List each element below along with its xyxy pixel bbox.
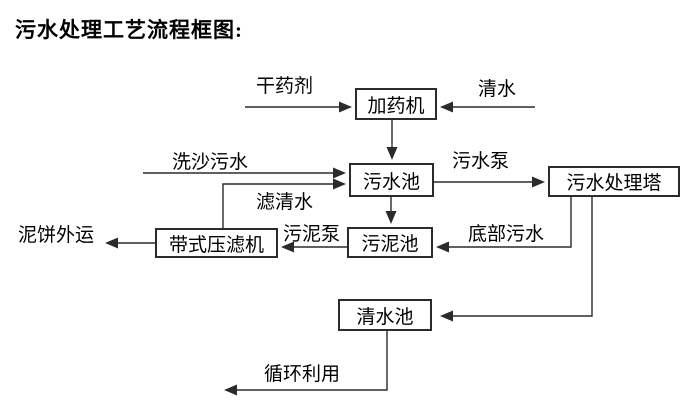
flow-label-dry-agent: 干药剂 [256,76,314,97]
flow-node-clear-water-pool: 清水池 [338,299,432,331]
flow-node-belt-filter-press: 带式压滤机 [155,228,278,258]
flow-label-sludge-pump: 污泥泵 [283,224,341,245]
flow-label-clear-water-in: 清水 [478,79,517,100]
flow-arrow-tower-to-sludge-pool [436,197,572,253]
page-title: 污水处理工艺流程框图: [15,18,243,42]
flow-node-dosing-machine: 加药机 [355,88,437,120]
flow-node-treatment-tower: 污水处理塔 [548,166,680,197]
flow-label-mud-cake-out: 泥饼外运 [18,225,95,246]
flow-arrow-tower-to-clear-pool [440,197,593,322]
flow-label-sewage-pump: 污水泵 [452,151,510,172]
flow-label-recycle-use: 循环利用 [264,364,341,385]
flow-arrow-filtered-water-to-sewage-pool [222,178,346,228]
flow-arrow-clear-pool-to-recycle [224,331,388,396]
flow-label-filtered-water: 滤清水 [256,192,314,213]
flow-label-sand-wash-water: 洗沙污水 [172,152,249,173]
flow-node-sewage-pool: 污水池 [349,163,434,197]
flow-node-sludge-pool: 污泥池 [347,227,433,258]
flow-label-bottom-sewage: 底部污水 [468,224,545,245]
